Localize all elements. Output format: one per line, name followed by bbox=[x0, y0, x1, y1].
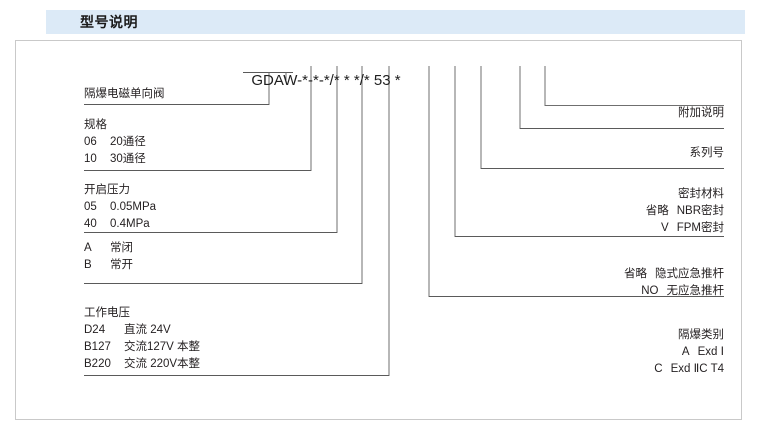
block-header: 隔爆电磁单向阀 bbox=[84, 88, 165, 100]
block-header: 隔爆类别 bbox=[678, 329, 724, 341]
section-header-bar bbox=[46, 10, 745, 34]
row-code: C bbox=[654, 363, 663, 375]
block-row: A Exd Ⅰ bbox=[629, 344, 724, 361]
block-opening-pressure: 开启压力 05 0.05MPa 40 0.4MPa bbox=[84, 182, 156, 233]
row-code: 40 bbox=[84, 218, 97, 230]
block-row: 省略隐式应急推杆 bbox=[613, 266, 724, 283]
block-header: 工作电压 bbox=[84, 307, 130, 319]
row-desc: Exd Ⅰ bbox=[697, 346, 724, 358]
block-row: B 常开 bbox=[84, 257, 133, 274]
block-sealing-material: 密封材料 省略 NBR密封 V FPM密封 bbox=[635, 186, 724, 237]
row-code: 10 bbox=[84, 153, 97, 165]
block-valve-type: 隔爆电磁单向阀 bbox=[84, 86, 165, 103]
row-desc: 常开 bbox=[110, 259, 133, 271]
block-row: 40 0.4MPa bbox=[84, 216, 156, 233]
row-desc: 20通径 bbox=[110, 136, 146, 148]
block-header: 附加说明 bbox=[678, 107, 724, 119]
block-header: 开启压力 bbox=[84, 184, 130, 196]
row-code: B127 bbox=[84, 341, 111, 353]
row-desc: FPM密封 bbox=[676, 222, 724, 234]
block-specification: 规格 06 20通径 10 30通径 bbox=[84, 117, 146, 168]
model-code-text: GDAW-*-*-*/* * */* 53 * bbox=[251, 72, 401, 89]
row-code: B220 bbox=[84, 358, 111, 370]
row-code: NO bbox=[641, 285, 659, 297]
block-row: 省略 NBR密封 bbox=[635, 203, 724, 220]
block-normally-open-closed: A 常闭 B 常开 bbox=[84, 240, 133, 274]
row-desc: 交流127V 本整 bbox=[124, 341, 201, 353]
block-header: 密封材料 bbox=[678, 188, 724, 200]
row-desc: 交流 220V本整 bbox=[124, 358, 201, 370]
row-code: B bbox=[84, 259, 92, 271]
block-row: V FPM密封 bbox=[635, 220, 724, 237]
row-desc: 常闭 bbox=[110, 242, 133, 254]
row-desc: 隐式应急推杆 bbox=[655, 268, 724, 280]
row-desc: 直流 24V bbox=[124, 324, 171, 336]
block-row: NO 无应急推杆 bbox=[613, 283, 724, 300]
row-desc: 0.4MPa bbox=[110, 218, 150, 230]
block-row: D24 直流 24V bbox=[84, 322, 200, 339]
row-code: 05 bbox=[84, 201, 97, 213]
row-desc: 无应急推杆 bbox=[666, 285, 725, 297]
block-row: 05 0.05MPa bbox=[84, 199, 156, 216]
page-title: 型号说明 bbox=[80, 14, 138, 30]
block-row: 06 20通径 bbox=[84, 134, 146, 151]
row-desc: 0.05MPa bbox=[110, 201, 157, 213]
block-header: 系列号 bbox=[689, 147, 725, 159]
block-row: C Exd ⅡC T4 bbox=[629, 361, 724, 378]
row-code: 省略 bbox=[624, 268, 647, 280]
row-code: A bbox=[84, 242, 92, 254]
row-code: D24 bbox=[84, 324, 106, 336]
row-desc: Exd ⅡC T4 bbox=[670, 363, 724, 375]
block-emergency-push-rod: 省略隐式应急推杆 NO 无应急推杆 bbox=[613, 266, 724, 300]
block-working-voltage: 工作电压 D24 直流 24V B127 交流127V 本整 B220 交流 220V… bbox=[84, 305, 200, 373]
row-code: A bbox=[681, 346, 690, 358]
block-series-number: 系列号 bbox=[690, 145, 725, 162]
block-header: 规格 bbox=[84, 119, 107, 131]
block-row: B220 交流 220V本整 bbox=[84, 356, 200, 373]
model-code-string: GDAW-*-*-*/* * */* 53 * bbox=[243, 55, 401, 89]
row-desc: NBR密封 bbox=[676, 205, 724, 217]
block-row: A 常闭 bbox=[84, 240, 133, 257]
block-additional-description: 附加说明 bbox=[678, 105, 724, 122]
row-code: 06 bbox=[84, 136, 97, 148]
row-code: 省略 bbox=[645, 205, 669, 217]
row-desc: 30通径 bbox=[110, 153, 146, 165]
row-code: V bbox=[661, 222, 669, 234]
block-row: B127 交流127V 本整 bbox=[84, 339, 200, 356]
block-row: 10 30通径 bbox=[84, 151, 146, 168]
block-explosion-proof-category: 隔爆类别 A Exd Ⅰ C Exd ⅡC T4 bbox=[629, 327, 724, 378]
